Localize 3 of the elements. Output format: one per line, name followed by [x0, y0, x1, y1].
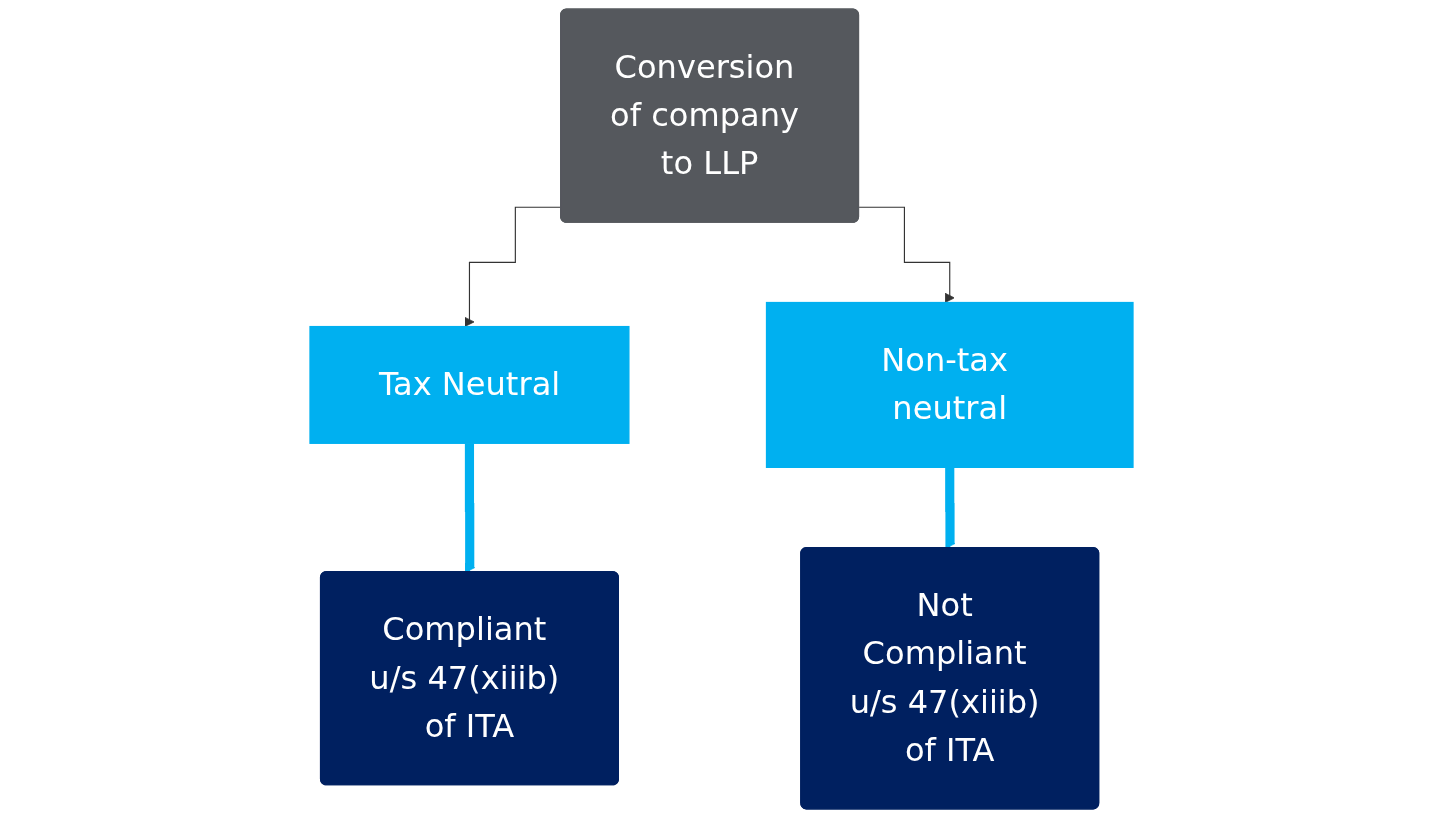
node-box: Non-tax neutral — [765, 301, 1134, 468]
node-box: Tax Neutral — [309, 325, 630, 444]
arrow — [858, 206, 955, 303]
